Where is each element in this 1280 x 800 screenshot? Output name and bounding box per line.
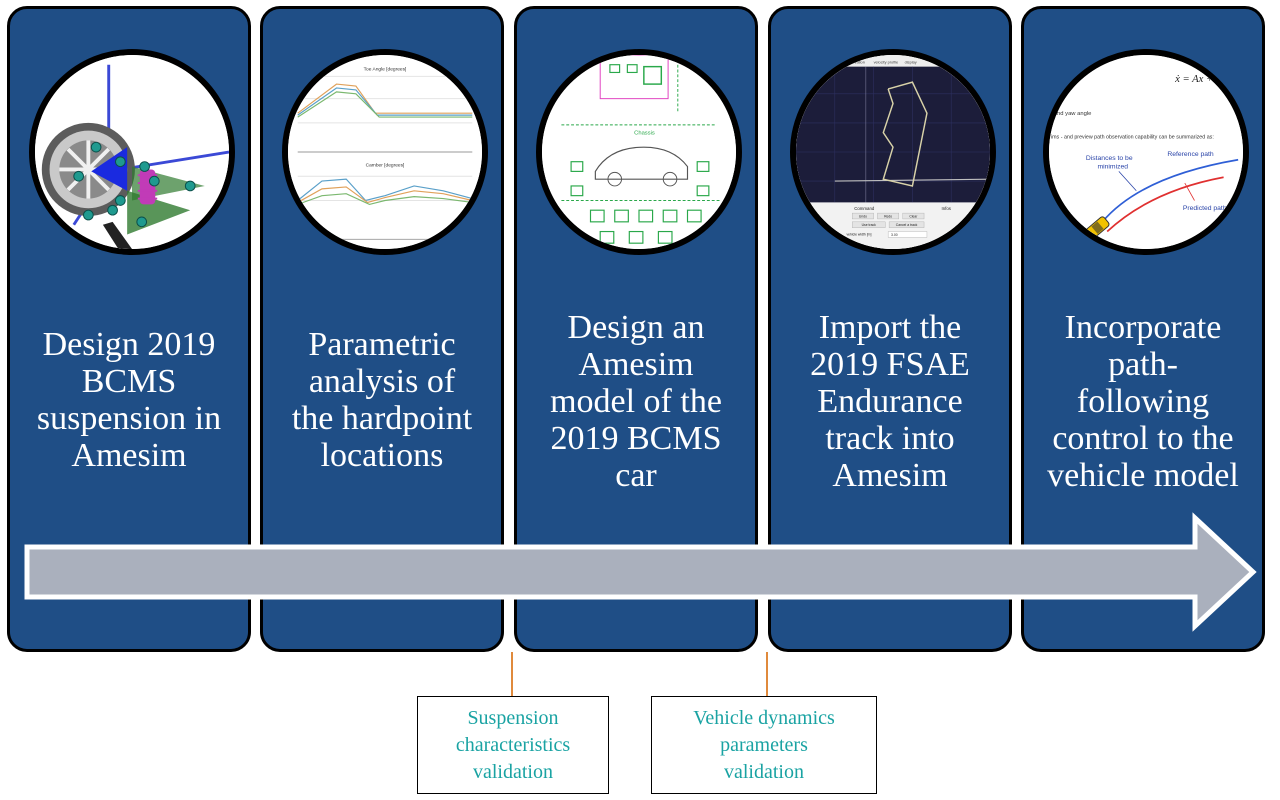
- track-tab-velocity: velocity profile: [874, 60, 899, 65]
- stage-3-image-schematic: Chassis: [536, 49, 742, 255]
- stage-2-image-plots: Toe Angle [degrees] Camber [degrees]: [282, 49, 488, 255]
- track-btn-undo: Undo: [859, 214, 867, 218]
- suspension-validation-box: Suspension characteristics validation: [417, 696, 609, 794]
- stage-2-label: Parametric analysis of the hardpoint loc…: [291, 326, 473, 474]
- track-width-value: 3.00: [891, 233, 898, 237]
- track-tab-display: display: [905, 60, 917, 65]
- track-width-label: vehicle width [m]: [846, 232, 871, 236]
- stage-4-label: Import the 2019 FSAE Endurance track int…: [810, 309, 970, 494]
- connector-dynamics-validation: [766, 652, 768, 696]
- track-btn-clear: Clear: [909, 214, 918, 218]
- dynamics-validation-box: Vehicle dynamics parameters validation: [651, 696, 877, 794]
- track-btn-use: Use track: [862, 223, 877, 227]
- connector-suspension-validation: [511, 652, 513, 696]
- stage-2: Toe Angle [degrees] Camber [degrees] Par…: [260, 6, 504, 652]
- path-text-summary: ims - and preview path observation capab…: [1051, 134, 1214, 140]
- path-label-reference: Reference path: [1167, 151, 1214, 158]
- plot-title-camber: Camber [degrees]: [366, 163, 405, 169]
- schematic-chassis-label: Chassis: [634, 131, 655, 137]
- stage-1: Design 2019 BCMS suspension in Amesim: [7, 6, 251, 652]
- stage-3-label: Design an Amesim model of the 2019 BCMS …: [550, 309, 722, 494]
- stage-5-image-path: ẋ = Ax + B and yaw angle ims - and previ…: [1043, 49, 1249, 255]
- stage-5-label: Incorporate path- following control to t…: [1047, 309, 1239, 494]
- track-command-title: Command: [854, 206, 875, 211]
- track-info-title: Infos: [942, 206, 952, 211]
- path-equation: ẋ = Ax + B: [1174, 73, 1223, 85]
- track-btn-redo: Redo: [884, 214, 892, 218]
- stage-5: ẋ = Ax + B and yaw angle ims - and previ…: [1021, 6, 1265, 652]
- path-text-yaw: and yaw angle: [1054, 111, 1092, 117]
- track-btn-cancel: Cancel a track: [896, 223, 918, 227]
- stage-4: elevation velocity profile display Comma…: [768, 6, 1012, 652]
- plot-title-toe: Toe Angle [degrees]: [364, 67, 407, 73]
- path-label-predicted: Predicted path: [1183, 205, 1227, 212]
- track-tab-elevation: elevation: [849, 60, 865, 65]
- stage-3: Chassis Design an Amesim model of the 20…: [514, 6, 758, 652]
- stage-4-image-track: elevation velocity profile display Comma…: [790, 49, 996, 255]
- stage-1-image-suspension: [29, 49, 235, 255]
- stage-1-label: Design 2019 BCMS suspension in Amesim: [36, 326, 222, 474]
